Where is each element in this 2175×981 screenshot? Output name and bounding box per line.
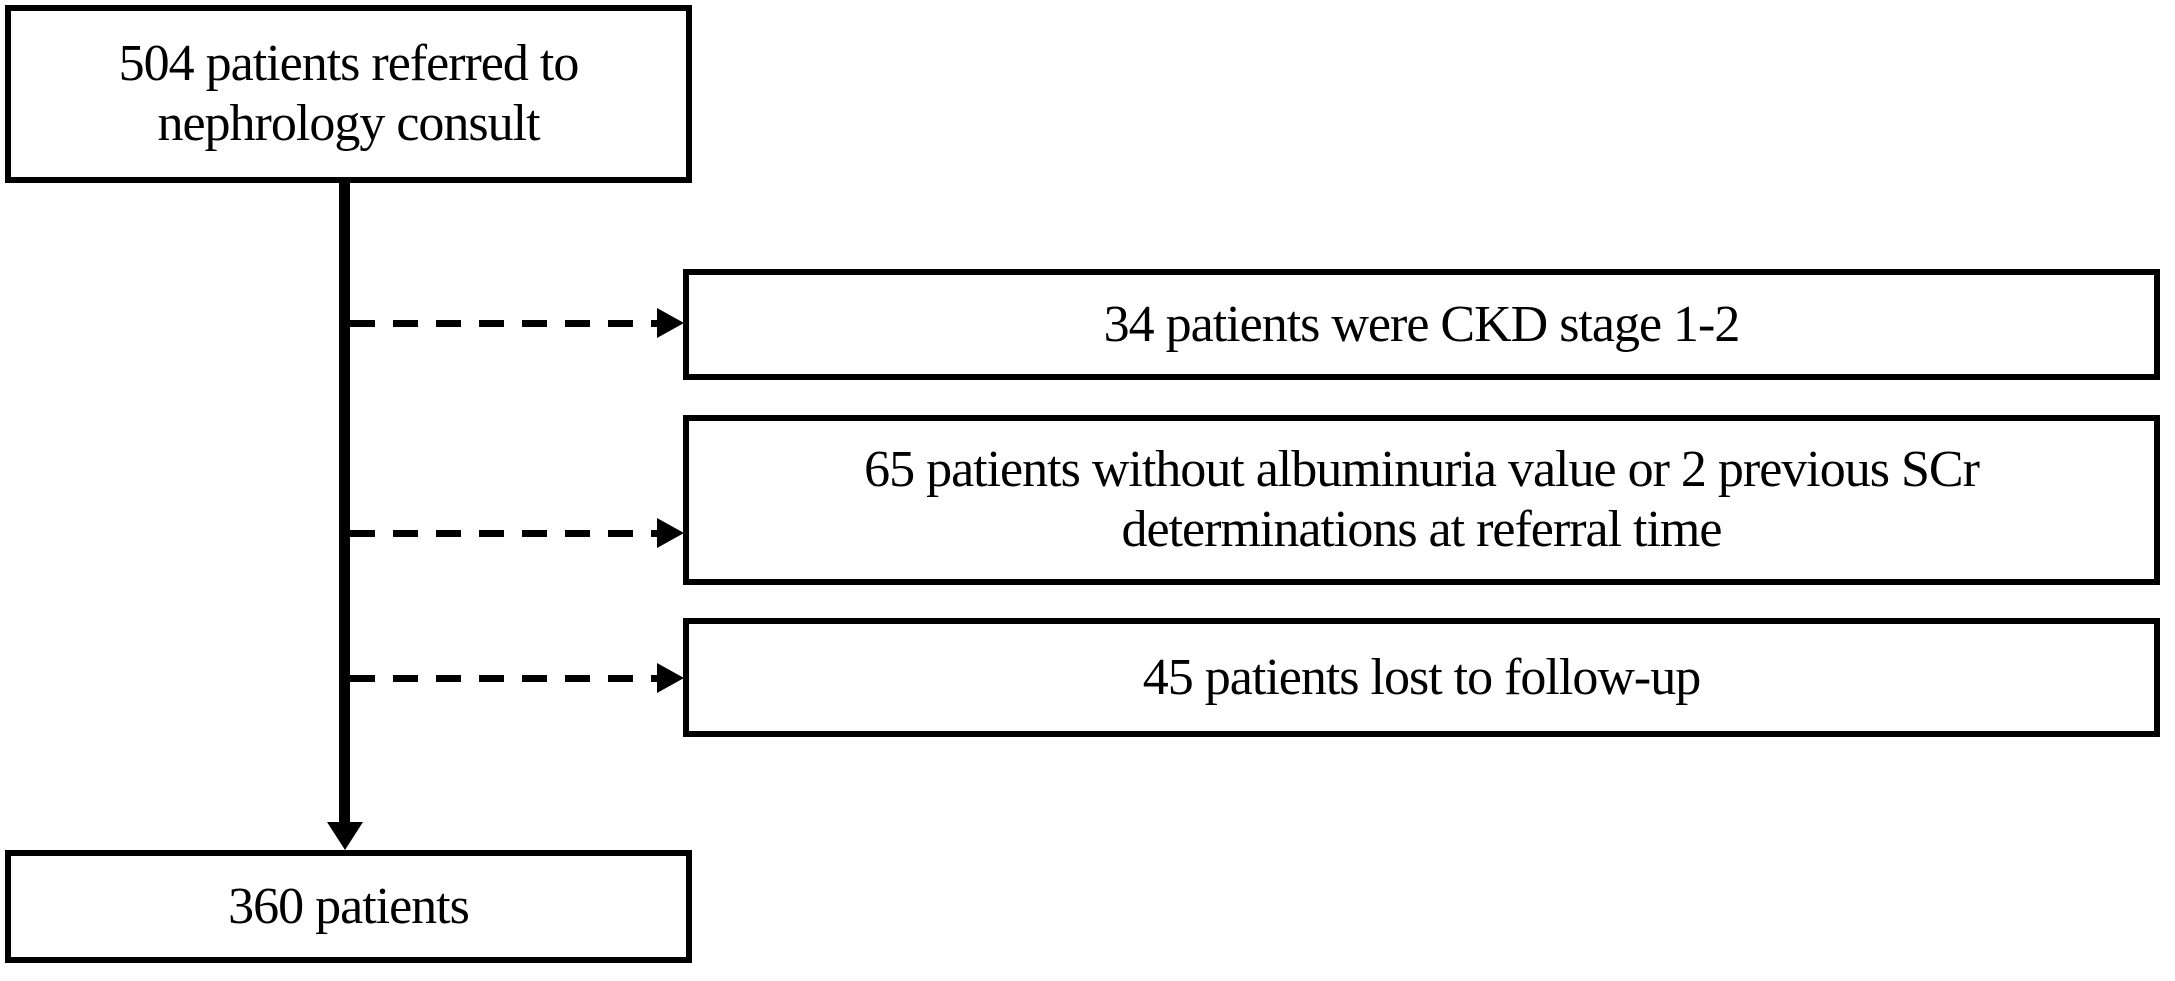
flow-box-excluded-ckd-stage: 34 patients were CKD stage 1-2 — [683, 269, 2160, 380]
source-box-line2: nephrology consult — [157, 95, 540, 152]
flow-box-lost-followup: 45 patients lost to follow-up — [683, 618, 2160, 737]
exclusion-arrow-2-dashed-line — [350, 530, 657, 537]
flow-box-excluded-missing-data: 65 patients without albuminuria value or… — [683, 415, 2160, 585]
main-flow-arrow-shaft — [339, 183, 350, 822]
main-flow-arrowhead-down-icon — [327, 822, 363, 850]
excluded-missing-data-line2: determinations at referral time — [1121, 501, 1723, 558]
lost-followup-label: 45 patients lost to follow-up — [1142, 648, 1701, 706]
excluded-ckd-stage-label: 34 patients were CKD stage 1-2 — [1103, 295, 1741, 353]
flow-box-final-cohort: 360 patients — [5, 850, 692, 963]
flow-box-source: 504 patients referred to nephrology cons… — [5, 5, 692, 183]
source-box-line1: 504 patients referred to — [118, 35, 580, 92]
excluded-missing-data-line1: 65 patients without albuminuria value or… — [864, 441, 1980, 498]
final-cohort-label: 360 patients — [228, 877, 470, 935]
exclusion-arrow-2-arrowhead-right-icon — [657, 518, 684, 548]
exclusion-arrow-1-arrowhead-right-icon — [657, 308, 684, 338]
exclusion-arrow-3-dashed-line — [350, 675, 657, 682]
exclusion-arrow-1-dashed-line — [350, 320, 657, 327]
exclusion-arrow-3-arrowhead-right-icon — [657, 663, 684, 693]
